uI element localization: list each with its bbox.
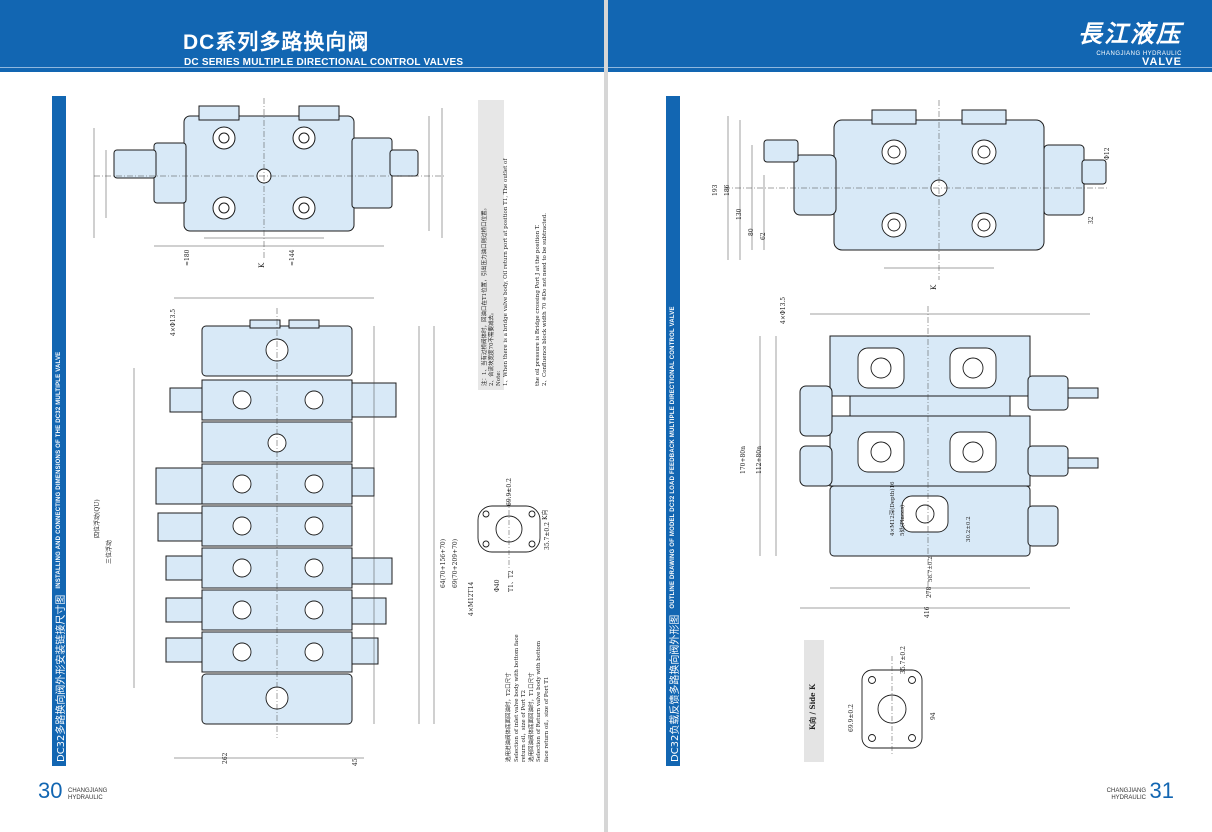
left-page-number: 30 [38, 778, 63, 803]
note-line-6: 2、Confluence block width 70 ※Do not need… [542, 213, 548, 386]
logo-script: 長江液压 [1078, 19, 1182, 48]
selection-line-2: Selection of inlet valve body with botto… [513, 634, 520, 762]
header-banner-left: DC系列多路换向阀 DC SERIES MULTIPLE DIRECTIONAL… [0, 0, 604, 72]
right-dim-62: 62 [760, 232, 767, 240]
left-brand-line-1: CHANGJIANG [68, 788, 108, 794]
selection-line-4: 选用回油阀体底面回油时，T1口尺寸 [528, 672, 535, 762]
note-line-5: the oil pressure is Bridge crossing Port… [535, 224, 541, 386]
left-dim-45: 45 [352, 758, 359, 766]
left-selection-text: 选用进油阀体底面回油时，T2口尺寸 Selection of inlet val… [506, 634, 551, 762]
selection-line-5: Selection of Return valve body with bott… [536, 640, 542, 762]
left-page-brand: CHANGJIANG HYDRAULIC [68, 788, 107, 802]
right-dim-32: 32 [1088, 216, 1095, 224]
right-dim-94: 94 [930, 712, 937, 720]
left-section-title-band: DC32多路换向阀外形安装链接尺寸图 INSTALLING AND CONNEC… [52, 96, 67, 766]
note-line-4: 1、When there is a bridge valve body, Oil… [503, 158, 509, 386]
right-top-view-svg [724, 100, 1109, 280]
logo-line-1: CHANGJIANG HYDRAULIC [1096, 51, 1182, 57]
right-brand-line-1: CHANGJIANG [1106, 788, 1146, 794]
right-dim-112: 112+80n [756, 446, 763, 474]
left-dim-144: ≈144 [289, 249, 296, 266]
right-section-title-cn: DC32负载反馈多路换向阀外形图 [669, 614, 681, 762]
left-label-tri-float: 三位浮动 [106, 539, 113, 564]
logo-line-2: VALVE [1141, 56, 1182, 68]
right-dim-130: 130 [736, 208, 743, 220]
left-notes-text: 注：1、当有过桥阀体时，回油口在T1位置，引出压力油口则过桥口位置。 2、合流块… [482, 159, 510, 386]
right-section-title-band: DC32负载反馈多路换向阀外形图 OUTLINE DRAWING OF MODE… [666, 96, 681, 766]
note-line-3: Note: [496, 370, 502, 386]
right-page-number: 31 [1149, 778, 1174, 803]
brand-logo: 長江液压 CHANGJIANG HYDRAULIC VALVE [1072, 14, 1182, 72]
right-front-view-svg [759, 306, 1099, 609]
side-k-label: K向 / Side K [808, 683, 817, 730]
left-dim-phi40: Φ40 [494, 579, 501, 592]
left-k-flange-drawing: K向 69.9±0.2 35.7±0.2 4×M12T14 Φ40 T1、T2 [466, 478, 556, 616]
left-ports-t: T1、T2 [508, 570, 515, 592]
header-title-en: DC SERIES MULTIPLE DIRECTIONAL CONTROL V… [184, 57, 464, 68]
left-k-dir: K向 [542, 509, 549, 520]
left-notes-block: 注：1、当有过桥阀体时，回油口在T1位置，引出压力油口则过桥口位置。 2、合流块… [478, 100, 509, 390]
right-bolt-holes: 4×Φ13.5 [780, 296, 787, 324]
left-section-title-cn: DC32多路换向阀外形安装链接尺寸图 [55, 594, 67, 762]
left-top-view-svg [93, 98, 444, 258]
left-label-quad-float: 四位浮动(QU) [94, 499, 101, 538]
right-page-brand: CHANGJIANG HYDRAULIC [1107, 788, 1146, 802]
left-dim-64: 64(70+156+70) [440, 538, 447, 588]
left-dim-180: ≈180 [184, 249, 191, 266]
right-k-mark: K [930, 284, 938, 290]
left-brand-line-2: HYDRAULIC [68, 795, 103, 801]
page-gutter [604, 0, 608, 832]
note-line-2: 2、合流块宽度70不需要减去。 [489, 309, 495, 387]
right-dim-80: 80 [748, 228, 755, 236]
left-bolt-holes: 4×Φ13.5 [170, 308, 177, 336]
left-dim-m12: 4×M12T14 [468, 581, 475, 616]
left-dim-262: 262 [222, 752, 229, 764]
right-dim-302: 30.2±0.2 [966, 516, 972, 542]
right-dim-278: 278 [926, 586, 933, 598]
left-front-view-svg [133, 297, 435, 759]
left-top-view-drawing: ≈180 ≈144 K [84, 98, 464, 268]
left-dim-699: 69.9±0.2 [506, 478, 513, 506]
right-dim-416: 416 [924, 606, 931, 618]
right-section-title-en: OUTLINE DRAWING OF MODEL DC32 LOAD FEEDB… [670, 306, 676, 609]
selection-line-6: face return oil，size of Port T1 [543, 676, 550, 762]
left-notes-text-2: the oil pressure is Bridge crossing Port… [535, 213, 549, 386]
right-dim-170: 170+80n [740, 446, 747, 474]
left-front-view-drawing: 4×Φ13.5 262 45 64(70+156+70) 69(70+209+7… [74, 288, 474, 768]
right-page: 長江液压 CHANGJIANG HYDRAULIC VALVE DC32负载反馈… [608, 0, 1212, 832]
right-side-k-drawing: 35.7±0.2 69.9±0.2 94 [844, 646, 944, 760]
left-k-flange-svg [477, 490, 541, 570]
banner-rule [0, 67, 604, 68]
right-front-view-drawing: 4×Φ13.5 170+80n 112+80n 278 416 4×M12深(D… [740, 296, 1140, 626]
left-dim-69: 69(70+209+70) [452, 538, 459, 588]
header-banner-right: 長江液压 CHANGJIANG HYDRAULIC VALVE [608, 0, 1212, 72]
right-m12-depth: 4×M12深(Depth)16 [890, 481, 896, 536]
side-k-label-box: K向 / Side K [804, 640, 824, 762]
right-side-k-svg [861, 656, 923, 756]
right-dim-699: 69.9±0.2 [848, 704, 855, 732]
right-dim-587: 58.7±0.2 [928, 556, 934, 582]
right-dim-186: 186 [724, 184, 731, 196]
note-line-1: 注：1、当有过桥阀体时，回油口在T1位置，引出压力油口则过桥口位置。 [482, 204, 488, 386]
right-top-view-drawing: 193 186 130 80 62 Φ12 32 K [704, 100, 1124, 290]
right-dim-12: Φ12 [1104, 147, 1111, 160]
selection-line-3: return oil，size of Port T2 [521, 689, 527, 762]
right-dim-193: 193 [712, 184, 719, 196]
banner-rule-right [608, 67, 1212, 68]
right-places: 5处(Places) [900, 504, 906, 536]
right-brand-line-2: HYDRAULIC [1111, 795, 1146, 801]
header-title-cn: DC系列多路换向阀 [183, 31, 370, 54]
selection-line-1: 选用进油阀体底面回油时，T2口尺寸 [506, 672, 512, 762]
right-dim-357: 35.7±0.2 [900, 646, 907, 674]
left-dim-357: 35.7±0.2 [544, 522, 551, 550]
left-section-title-en: INSTALLING AND CONNECTING DIMENSIONS OF … [56, 351, 62, 589]
left-k-mark: K [258, 262, 266, 268]
left-page: DC系列多路换向阀 DC SERIES MULTIPLE DIRECTIONAL… [0, 0, 604, 832]
